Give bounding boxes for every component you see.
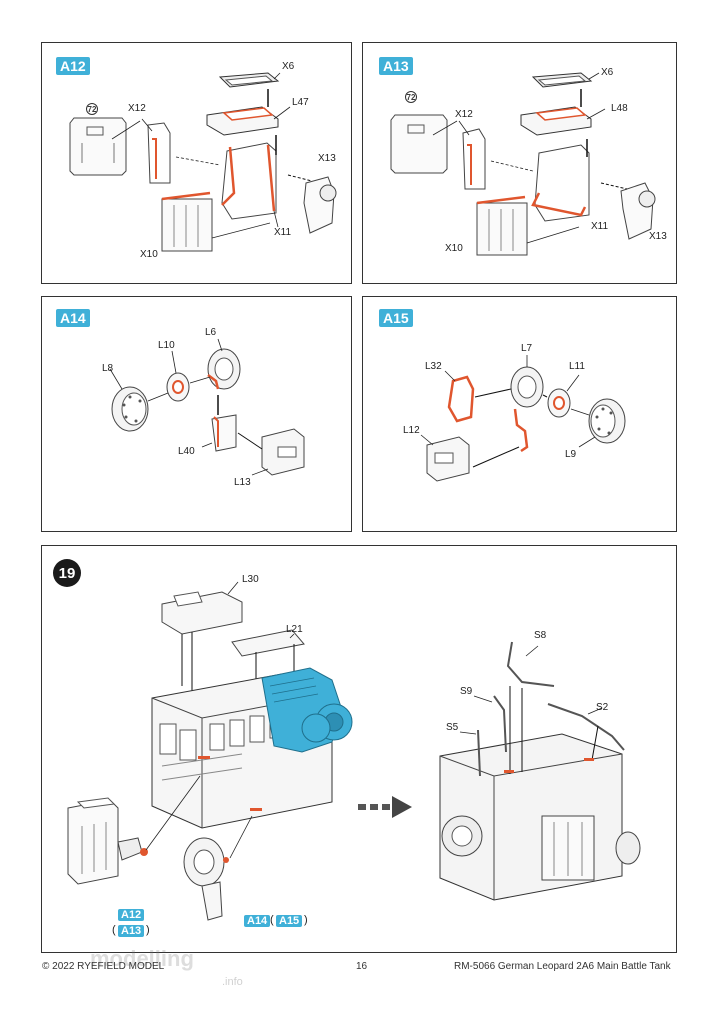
label-l47: L47 — [292, 97, 309, 108]
label-x13: X13 — [318, 153, 336, 164]
label-x6: X6 — [282, 61, 295, 72]
ref-badge-a13: A13 — [118, 925, 145, 937]
label-l11: L11 — [569, 361, 585, 372]
ref-badge-a12: A12 — [118, 909, 145, 921]
a14-illustration — [109, 338, 305, 476]
panel-a12: A12 72 X6 X12 L47 X13 X11 X10 — [41, 42, 352, 284]
label-l10: L10 — [158, 340, 175, 351]
footer-product-title: RM-5066 German Leopard 2A6 Main Battle T… — [454, 961, 671, 972]
label-l9: L9 — [565, 449, 577, 460]
label-l21: L21 — [286, 624, 303, 635]
a12-stamp: 72 — [86, 103, 98, 115]
ref-badge-a14: A14 — [244, 915, 271, 927]
step19-illustration — [67, 581, 641, 921]
panel-a14: A14 L6 L10 L8 L40 L13 — [41, 296, 352, 532]
panel-a15: A15 L7 L32 L11 L12 L9 — [362, 296, 677, 532]
step-badge-a15: A15 — [379, 309, 413, 327]
a15-illustration — [420, 355, 626, 482]
label-l7: L7 — [521, 343, 533, 354]
panel-a13: A13 72 X6 X12 L48 X11 X13 X10 — [362, 42, 677, 284]
watermark-logo: modelling — [90, 946, 194, 971]
label-s5: S5 — [446, 722, 459, 733]
label-s9: S9 — [460, 686, 473, 697]
ref-badge-a15: A15 — [276, 915, 303, 927]
label-l48: L48 — [611, 103, 628, 114]
label-l40: L40 — [178, 446, 195, 457]
step-number-19: 19 — [53, 559, 81, 587]
footer-page-number: 16 — [356, 961, 368, 972]
step-badge-a14: A14 — [56, 309, 90, 327]
footer-copyright: © 2022 RYEFIELD MODEL — [42, 961, 165, 972]
ref-paren-open-a13: ( — [112, 924, 116, 936]
label-x13: X13 — [649, 231, 667, 242]
label-l8: L8 — [102, 363, 114, 374]
label-l32: L32 — [425, 361, 442, 372]
a13-stamp: 72 — [405, 91, 417, 103]
label-l6: L6 — [205, 327, 217, 338]
step-badge-a13: A13 — [379, 57, 413, 75]
label-x6: X6 — [601, 67, 614, 78]
label-s2: S2 — [596, 702, 609, 713]
label-x10: X10 — [140, 249, 158, 260]
label-x11: X11 — [591, 221, 609, 232]
a13-illustration — [390, 72, 656, 256]
label-l13: L13 — [234, 477, 251, 488]
label-x12: X12 — [455, 109, 473, 120]
ref-paren-close-a13: ) — [146, 924, 150, 936]
ref-paren-close-a15: ) — [304, 914, 308, 926]
a12-illustration — [69, 72, 337, 252]
panel-step-19: 19 L30 L21 S8 S9 S2 S5 A12 ( A13 ) A14 (… — [41, 545, 677, 953]
label-l12: L12 — [403, 425, 420, 436]
watermark-suffix: .info — [222, 976, 243, 988]
step-badge-a12: A12 — [56, 57, 90, 75]
ref-paren-open-a15: ( — [270, 914, 274, 926]
label-s8: S8 — [534, 630, 547, 641]
label-l30: L30 — [242, 574, 259, 585]
label-x10: X10 — [445, 243, 463, 254]
label-x11: X11 — [274, 227, 292, 238]
label-x12: X12 — [128, 103, 146, 114]
